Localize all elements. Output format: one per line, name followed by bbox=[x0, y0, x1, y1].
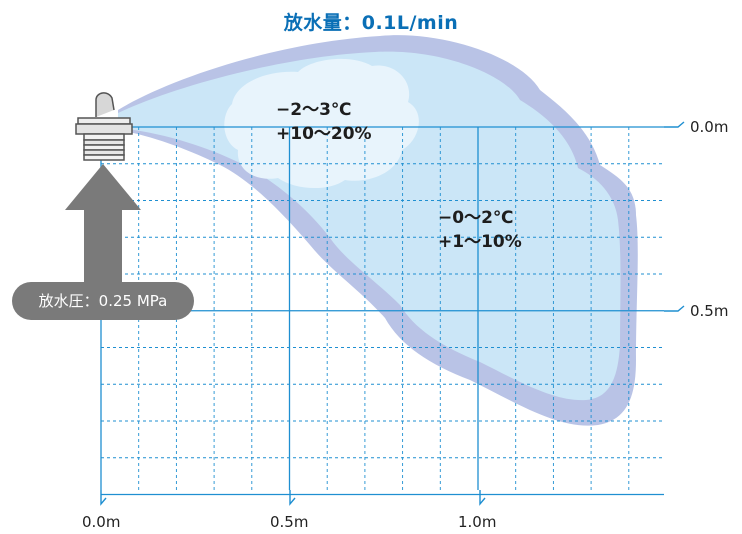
x-axis-label-2: 1.0m bbox=[458, 513, 497, 531]
outer-zone-temperature: −0〜2℃ bbox=[438, 208, 514, 228]
outer-zone-label: −0〜2℃ +1〜10% bbox=[438, 206, 522, 254]
upward-pressure-arrow bbox=[65, 164, 141, 288]
x-tick-1 bbox=[289, 490, 296, 506]
x-tick-2 bbox=[479, 490, 486, 506]
spray-nozzle-icon bbox=[75, 92, 133, 161]
grid bbox=[100, 126, 664, 496]
axis-ticks bbox=[100, 121, 685, 506]
x-axis-label-1: 0.5m bbox=[270, 513, 309, 531]
flow-rate-title: 放水量：0.1L/min bbox=[283, 12, 459, 34]
x-axis-label-0: 0.0m bbox=[82, 513, 121, 531]
y-axis-label-1: 0.5m bbox=[690, 302, 729, 320]
pressure-badge: 放水圧：0.25 MPa bbox=[12, 282, 194, 320]
inner-spray-cloud bbox=[224, 58, 419, 189]
inner-zone-temperature: −2〜3℃ bbox=[276, 100, 352, 120]
y-tick-1 bbox=[664, 305, 685, 312]
y-tick-0 bbox=[664, 121, 685, 128]
outer-zone-humidity: +1〜10% bbox=[438, 232, 522, 252]
x-tick-0 bbox=[100, 490, 107, 506]
y-axis-label-0: 0.0m bbox=[690, 118, 729, 136]
inner-zone-label: −2〜3℃ +10〜20% bbox=[276, 98, 372, 146]
inner-zone-humidity: +10〜20% bbox=[276, 124, 372, 144]
